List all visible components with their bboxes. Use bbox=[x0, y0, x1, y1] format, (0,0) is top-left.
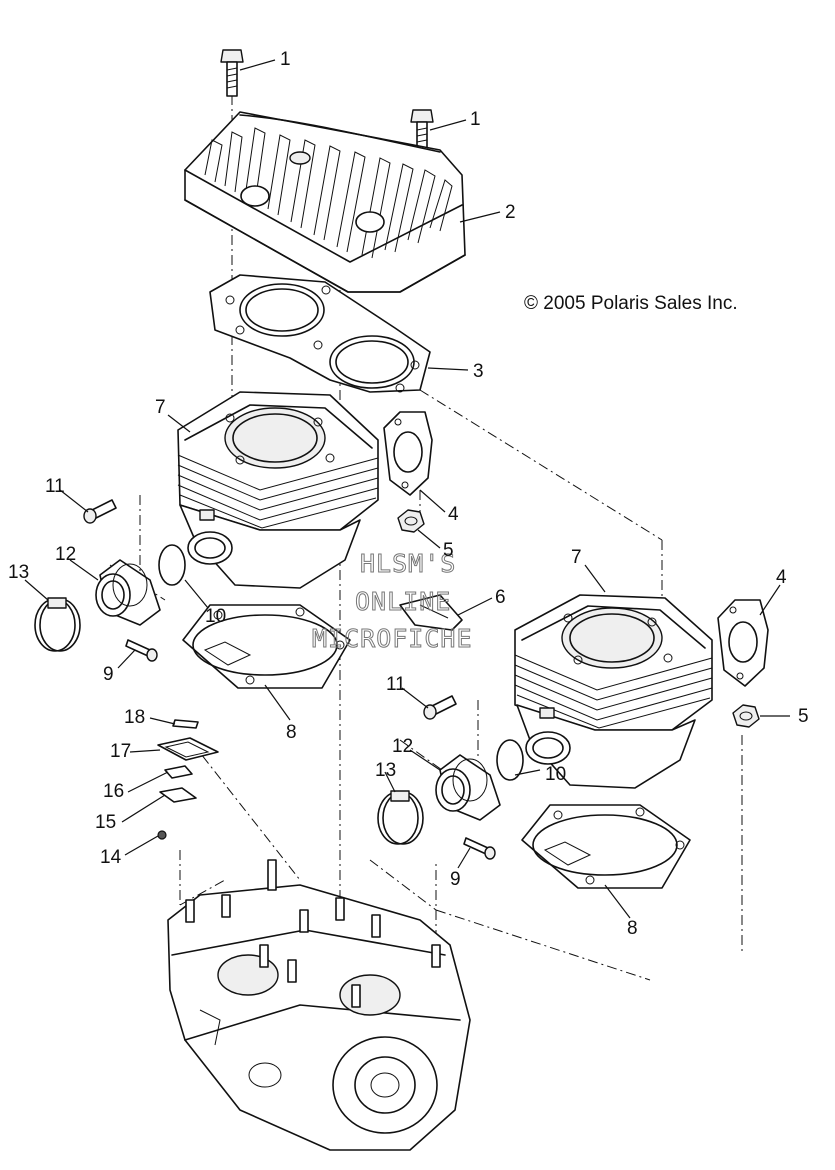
callout-17: 17 bbox=[110, 741, 131, 762]
cylinder-head-bolt-left bbox=[220, 49, 244, 97]
exhaust-nut-left bbox=[397, 509, 425, 533]
callout-9-right: 9 bbox=[450, 869, 461, 890]
callout-11-right: 11 bbox=[386, 674, 406, 695]
exhaust-gasket-right bbox=[717, 599, 769, 687]
base-gasket-right bbox=[521, 804, 691, 889]
watermark-line-2: ONLINE bbox=[355, 587, 451, 616]
callout-10-left: 10 bbox=[205, 606, 226, 627]
callout-7-right: 7 bbox=[571, 547, 582, 568]
long-screw-left bbox=[125, 639, 158, 662]
cap-screw-left bbox=[83, 499, 117, 524]
callout-11-left: 11 bbox=[45, 476, 65, 497]
callout-13-right: 13 bbox=[375, 760, 396, 781]
o-ring-left bbox=[158, 544, 186, 586]
intake-boot-left bbox=[95, 559, 161, 626]
intake-boot-right bbox=[435, 754, 501, 821]
callout-5-left: 5 bbox=[443, 540, 454, 561]
cylinder-head bbox=[184, 111, 466, 293]
reed-valve-assembly bbox=[157, 719, 219, 840]
alignment-lines bbox=[109, 95, 743, 981]
callout-16: 16 bbox=[103, 781, 124, 802]
exhaust-nut-right bbox=[732, 704, 760, 728]
watermark-line-3: MICROFICHE bbox=[312, 624, 473, 653]
exhaust-gasket-left bbox=[383, 411, 433, 496]
callout-6: 6 bbox=[495, 587, 506, 608]
leader-lines bbox=[24, 59, 790, 919]
callout-7-left: 7 bbox=[155, 397, 166, 418]
callout-1-upper: 1 bbox=[280, 49, 291, 70]
watermark: HLSM'S ONLINE MICROFICHE bbox=[312, 549, 473, 654]
cylinder-left bbox=[177, 391, 379, 589]
callout-10-right: 10 bbox=[545, 764, 566, 785]
cylinder-head-bolt-right bbox=[410, 109, 434, 153]
sensor-cover bbox=[399, 594, 463, 631]
callout-9-left: 9 bbox=[103, 664, 114, 685]
cap-screw-right bbox=[423, 695, 457, 720]
callout-8-left: 8 bbox=[286, 722, 297, 743]
watermark-line-1: HLSM'S bbox=[360, 549, 456, 578]
callout-labels: 1 1 2 3 7 4 11 5 12 13 6 10 7 4 9 8 11 5… bbox=[8, 49, 809, 939]
callout-15: 15 bbox=[95, 812, 116, 833]
callout-12-right: 12 bbox=[392, 736, 413, 757]
callout-5-right: 5 bbox=[798, 706, 809, 727]
callout-13-left: 13 bbox=[8, 562, 29, 583]
hose-clamp-left bbox=[34, 597, 81, 652]
callout-18: 18 bbox=[124, 707, 145, 728]
callout-2: 2 bbox=[505, 202, 516, 223]
long-screw-right bbox=[463, 837, 496, 860]
callout-8-right: 8 bbox=[627, 918, 638, 939]
callout-4-left: 4 bbox=[448, 504, 459, 525]
o-ring-right bbox=[496, 739, 524, 781]
callout-1-lower: 1 bbox=[470, 109, 481, 130]
crankcase bbox=[167, 859, 471, 1151]
callout-12-left: 12 bbox=[55, 544, 76, 565]
copyright-notice: © 2005 Polaris Sales Inc. bbox=[524, 293, 738, 314]
head-gasket bbox=[209, 274, 431, 393]
hose-clamp-right bbox=[377, 790, 424, 845]
base-gasket-left bbox=[182, 604, 351, 689]
cylinder-right bbox=[514, 594, 713, 789]
callout-4-right: 4 bbox=[776, 567, 787, 588]
callout-3: 3 bbox=[473, 361, 484, 382]
callout-14: 14 bbox=[100, 847, 122, 868]
